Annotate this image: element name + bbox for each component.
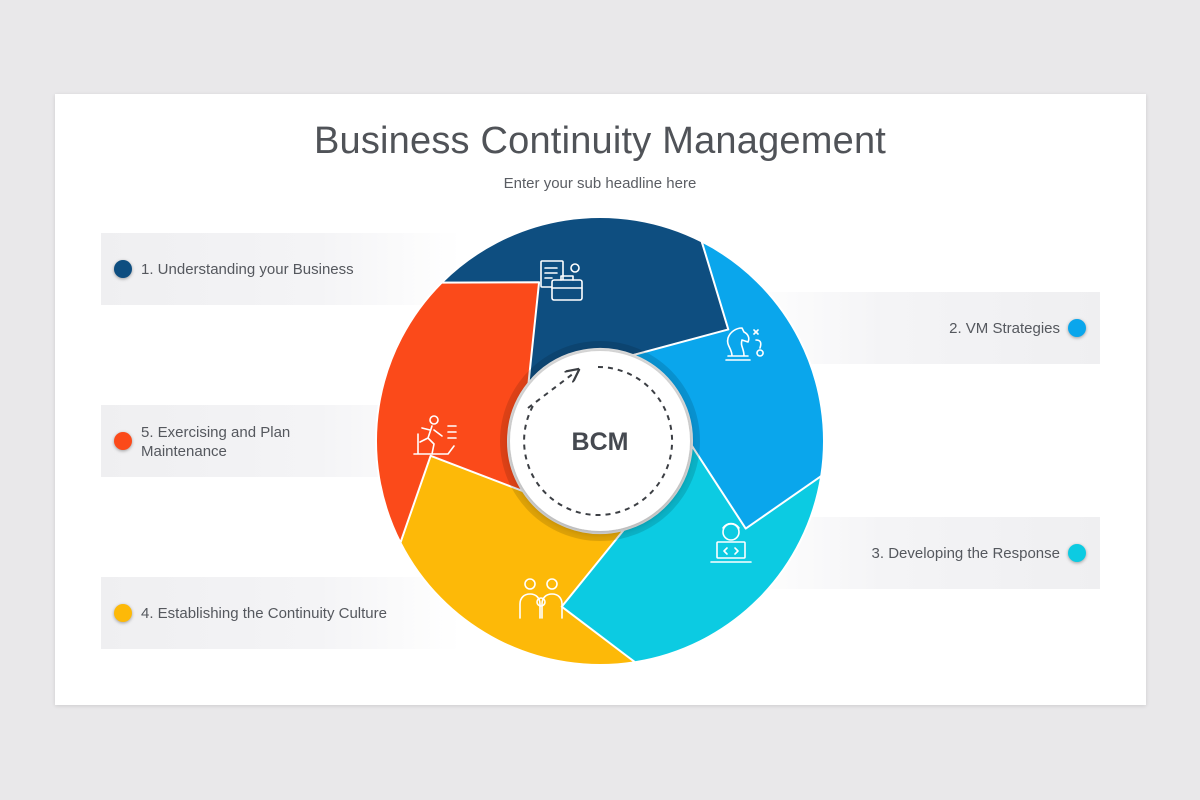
step-3-label: 3. Developing the Response (871, 545, 1060, 562)
cycle-segment-5 (375, 281, 541, 544)
page-subtitle: Enter your sub headline here (503, 175, 697, 192)
cycle-segment-2 (631, 240, 825, 535)
step-5-dot (114, 432, 132, 450)
cycle-segment-1 (440, 216, 734, 385)
step-1-dot (114, 260, 132, 278)
cycle-arrow-path (523, 366, 674, 516)
center-label: BCM (572, 428, 629, 456)
step-2-label: 2. VM Strategies (949, 320, 1060, 337)
cycle-segment-3 (555, 444, 823, 664)
step-1-band (101, 233, 461, 305)
step-1-label: 1. Understanding your Business (141, 261, 354, 278)
step-4-band (101, 577, 461, 649)
step-5-label: 5. Exercising and Plan Maintenance (141, 424, 291, 460)
cycle-segment-4 (399, 448, 637, 666)
step-3-dot (1068, 544, 1086, 562)
developer-laptop-icon (710, 522, 752, 563)
team-people-icon (519, 578, 563, 619)
briefcase-documents-icon (540, 260, 583, 301)
treadmill-exercise-icon (413, 415, 457, 455)
step-4-label: 4. Establishing the Continuity Culture (141, 605, 387, 622)
center-hub (510, 351, 690, 531)
page-title: Business Continuity Management (313, 120, 887, 162)
step-2-dot (1068, 319, 1086, 337)
chess-knight-strategy-icon (725, 327, 764, 361)
step-4-dot (114, 604, 132, 622)
